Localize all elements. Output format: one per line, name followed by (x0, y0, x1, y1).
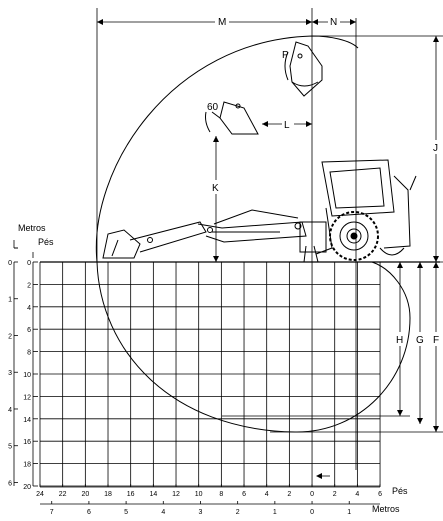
dim-label-n: N (330, 17, 337, 28)
dim-label-p: P (282, 50, 289, 61)
bottom-meter-tick-label: 2 (236, 509, 240, 516)
left-feet-tick-labels: 0 2 4 6 8 10 12 14 16 18 20 (23, 260, 38, 491)
dim-label-h: H (396, 335, 403, 346)
bucket-angle-label: 60 (207, 102, 219, 113)
bottom-meter-tick-label: 1 (347, 509, 351, 516)
bottom-feet-tick-label: 2 (333, 491, 337, 498)
left-meter-axis (13, 240, 18, 486)
dim-label-j: J (433, 143, 438, 154)
left-meter-tick-label: 5 (8, 444, 12, 451)
bottom-meter-tick-label: 4 (161, 509, 165, 516)
left-feet-tick-label: 10 (23, 372, 31, 379)
bottom-feet-tick-label: 18 (104, 491, 112, 498)
bottom-feet-tick-label: 8 (219, 491, 223, 498)
bottom-meter-tick-label: 1 (273, 509, 277, 516)
bottom-feet-tick-label: 22 (59, 491, 67, 498)
bottom-feet-tick-label: 0 (310, 491, 314, 498)
stabilizer-leg (303, 245, 319, 263)
dimension-arrowheads (97, 19, 439, 479)
dim-label-g: G (416, 335, 424, 346)
left-feet-tick-label: 16 (23, 439, 31, 446)
bottom-meter-tick-label: 7 (50, 509, 54, 516)
left-feet-tick-label: 18 (23, 462, 31, 469)
bottom-feet-tick-label: 10 (195, 491, 203, 498)
bottom-feet-tick-label: 14 (149, 491, 157, 498)
left-meter-tick-label: 1 (8, 297, 12, 304)
left-feet-tick-label: 2 (27, 282, 31, 289)
bottom-meters-title: Metros (372, 504, 400, 514)
bottom-feet-tick-label: 4 (265, 491, 269, 498)
tractor-body (299, 159, 417, 255)
bottom-feet-tick-label: 6 (378, 491, 382, 498)
bottom-feet-tick-label: 2 (287, 491, 291, 498)
bottom-feet-tick-label: 6 (242, 491, 246, 498)
left-meter-tick-labels: 0 1 2 3 4 5 6 (8, 260, 18, 487)
left-feet-tick-label: 0 (27, 260, 31, 267)
bottom-meter-tick-label: 5 (124, 509, 128, 516)
bottom-feet-title: Pés (392, 486, 408, 496)
left-feet-tick-label: 8 (27, 350, 31, 357)
left-feet-tick-label: 4 (27, 305, 31, 312)
dim-label-f: F (433, 335, 439, 346)
left-meter-tick-label: 6 (8, 480, 12, 487)
left-feet-tick-label: 14 (23, 417, 31, 424)
dim-label-m: M (218, 17, 226, 28)
bottom-meter-tick-label: 3 (199, 509, 203, 516)
bottom-feet-tick-label: 12 (172, 491, 180, 498)
left-feet-tick-label: 12 (23, 394, 31, 401)
meters-axis-title: Metros (18, 223, 46, 233)
left-meter-tick-label: 4 (8, 407, 12, 414)
tractor-front-wheel (379, 247, 405, 256)
bottom-feet-tick-label: 16 (127, 491, 135, 498)
left-meter-tick-label: 2 (8, 333, 12, 340)
reach-envelope-arc (95, 35, 411, 433)
bottom-feet-tick-label: 4 (355, 491, 359, 498)
left-feet-tick-label: 6 (27, 327, 31, 334)
dim-label-k: K (212, 183, 219, 194)
bottom-meter-tick-labels: 7 6 5 4 3 2 1 0 1 (50, 501, 351, 516)
tractor-rear-wheel (329, 211, 379, 261)
bottom-meter-tick-label: 6 (87, 509, 91, 516)
bottom-feet-tick-label: 24 (36, 491, 44, 498)
feet-axis-title: Pés (38, 237, 54, 247)
backhoe-boom (102, 209, 307, 259)
bottom-feet-tick-label: 20 (81, 491, 89, 498)
dig-depth-grid (39, 261, 381, 487)
bottom-meter-tick-label: 0 (310, 509, 314, 516)
left-feet-tick-label: 20 (23, 484, 31, 491)
left-meter-tick-label: 0 (8, 260, 12, 267)
bucket-angle-position (205, 101, 259, 135)
bucket-top-position (284, 41, 323, 97)
left-meter-tick-label: 3 (8, 370, 12, 377)
dim-label-l: L (284, 120, 290, 131)
